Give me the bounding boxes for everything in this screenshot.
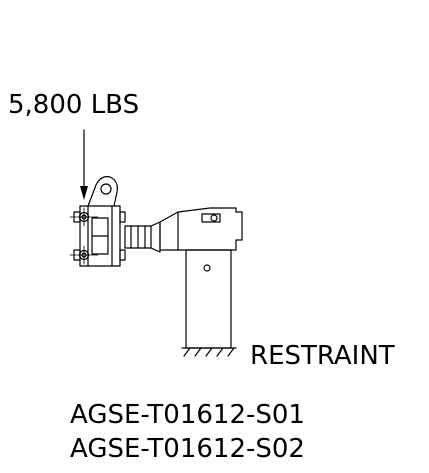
bolt-lower bbox=[70, 246, 98, 264]
lifting-lug bbox=[88, 177, 117, 206]
threaded-rod bbox=[125, 222, 160, 252]
restraint-label: RESTRAINT bbox=[250, 341, 395, 371]
support-post bbox=[186, 250, 231, 348]
bolt-upper bbox=[70, 208, 98, 226]
ground-restraint bbox=[182, 348, 236, 356]
arm-housing bbox=[160, 208, 242, 250]
part-number-label: AGSE-T01612-S02 bbox=[70, 434, 305, 464]
load-arrow bbox=[80, 130, 88, 200]
clamp-bracket bbox=[74, 206, 125, 266]
part-number-label: AGSE-T01612-S01 bbox=[70, 400, 305, 430]
load-label: 5,800 LBS bbox=[8, 90, 140, 120]
